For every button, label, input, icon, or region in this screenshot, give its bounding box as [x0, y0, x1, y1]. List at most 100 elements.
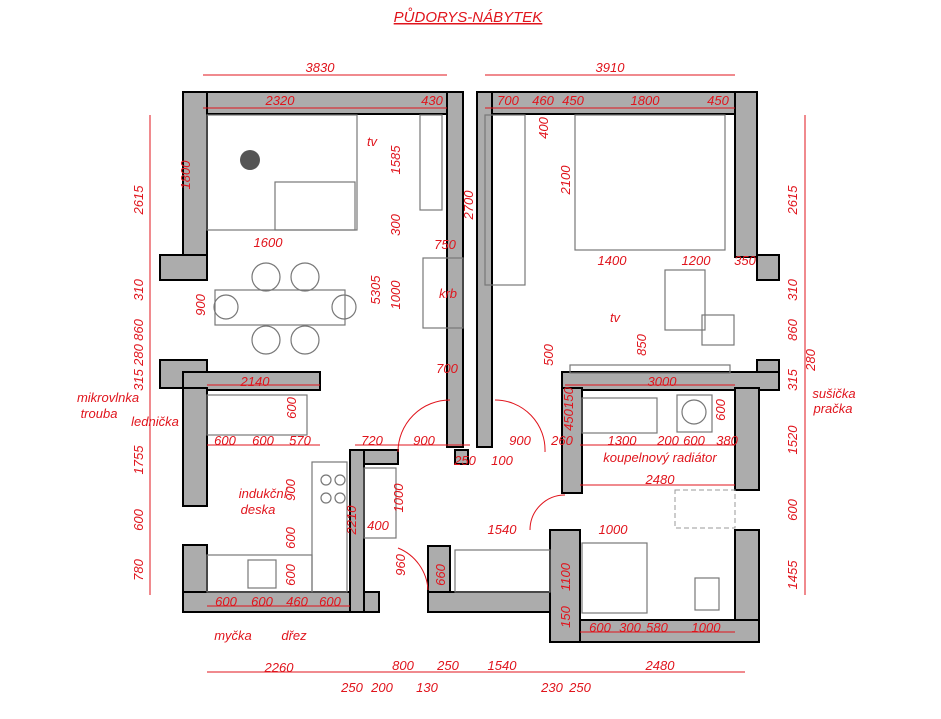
dimension-label: 600: [283, 563, 298, 585]
dimension-label: 130: [416, 680, 438, 695]
dimension-label: 1600: [254, 235, 284, 250]
dimension-label: 150: [558, 605, 573, 627]
dimension-label: 700: [436, 361, 458, 376]
sink: [247, 559, 277, 589]
dimension-label: 600: [131, 508, 146, 530]
room-label-tv: tv: [367, 134, 379, 149]
dimension-label: 3910: [596, 60, 626, 75]
dimension-label: 600: [214, 433, 236, 448]
dimension-label: 1800: [631, 93, 661, 108]
dimension-label: 2480: [645, 472, 676, 487]
dimension-label: 450: [562, 93, 584, 108]
dimension-label: 200: [370, 680, 393, 695]
dimension-label: 430: [421, 93, 443, 108]
dimension-label: 400: [367, 518, 389, 533]
dimension-label: 380: [716, 433, 738, 448]
dimension-label: 1520: [785, 425, 800, 455]
room-label-mycka: myčka: [214, 628, 252, 643]
kitchen-bottom-counter: [206, 554, 313, 593]
room-label-radiator: koupelnový radiátor: [603, 450, 717, 465]
dimension-label: 460: [532, 93, 554, 108]
dimension-label: 1000: [599, 522, 629, 537]
dimension-label: 300: [619, 620, 641, 635]
dimension-label: 600: [683, 433, 705, 448]
dimension-label: 2615: [785, 185, 800, 216]
dimension-label: 750: [434, 237, 456, 252]
dimension-label: 600: [251, 594, 273, 609]
dimension-label: 1000: [391, 483, 406, 513]
dimension-label: 150: [561, 386, 576, 408]
dimension-label: 600: [785, 498, 800, 520]
dimension-label: 315: [131, 368, 146, 390]
dimension-label: 310: [131, 278, 146, 300]
room-label-krb: krb: [439, 286, 457, 301]
dimension-label: 2700: [461, 190, 476, 221]
dimension-label: 860: [785, 318, 800, 340]
dimension-label: 1585: [388, 145, 403, 175]
sofa: [206, 114, 358, 231]
dimension-label: 100: [491, 453, 513, 468]
dimension-label: 2615: [131, 185, 146, 216]
bathtub: [581, 397, 658, 434]
tv-stand: [419, 114, 443, 211]
dimension-label: 900: [193, 293, 208, 315]
hall-closet: [454, 549, 551, 593]
dimension-label: 600: [252, 433, 274, 448]
dimension-label: 600: [589, 620, 611, 635]
door-swing: [397, 547, 429, 591]
toilet: [694, 577, 720, 611]
dimension-label: 350: [734, 253, 756, 268]
dimension-label: 315: [785, 368, 800, 390]
dimension-label: 260: [550, 433, 573, 448]
dimension-label: 1300: [608, 433, 638, 448]
dimension-label: 960: [393, 553, 408, 575]
desk: [701, 314, 735, 346]
dimension-label: 250: [453, 453, 476, 468]
tv-shelf: [569, 364, 731, 374]
dimension-label: 280: [131, 343, 146, 366]
shower: [581, 542, 648, 614]
room-label-lednicka: lednička: [131, 414, 179, 429]
room-label-pracka: pračka: [812, 401, 852, 416]
kitchen-right-counter: [311, 461, 348, 593]
walls: [159, 91, 780, 643]
furniture: [206, 114, 736, 614]
dimension-label: 5305: [368, 275, 383, 305]
dimension-label: 3000: [648, 374, 678, 389]
kitchen-top-cabinets: [206, 394, 308, 436]
dimension-label: 800: [392, 658, 414, 673]
dimension-label: 500: [541, 343, 556, 365]
cabinet-outline: [674, 489, 736, 529]
door-swing: [397, 399, 451, 453]
dimension-label: 900: [283, 478, 298, 500]
washing-machine: [676, 394, 713, 433]
dimension-label: 1100: [558, 562, 573, 591]
dimension-label: 2140: [240, 374, 271, 389]
dimension-label: 780: [131, 558, 146, 580]
fireplace: [422, 257, 464, 329]
dimension-label: 720: [361, 433, 383, 448]
dimension-label: 1200: [682, 253, 712, 268]
dimension-label: 250: [436, 658, 459, 673]
dimension-label: 1400: [598, 253, 628, 268]
dimension-label: 460: [286, 594, 308, 609]
dimension-label: 250: [568, 680, 591, 695]
dimension-label: 450: [707, 93, 729, 108]
wardrobe: [484, 114, 526, 286]
dimension-label: 300: [388, 213, 403, 235]
dimension-label: 850: [634, 333, 649, 355]
room-label-trouba: trouba: [81, 406, 118, 421]
dimension-label: 600: [319, 594, 341, 609]
dimension-label: 2210: [344, 505, 359, 536]
dimension-label: 600: [283, 526, 298, 548]
room-label-drez: dřez: [281, 628, 307, 643]
rug: [274, 181, 356, 231]
dimension-label: 2100: [558, 165, 573, 196]
dimension-label: 1540: [488, 522, 518, 537]
dimension-label: 600: [284, 396, 299, 418]
dimension-label: 900: [413, 433, 435, 448]
door-swing: [494, 399, 546, 453]
person-icon: [240, 150, 260, 170]
